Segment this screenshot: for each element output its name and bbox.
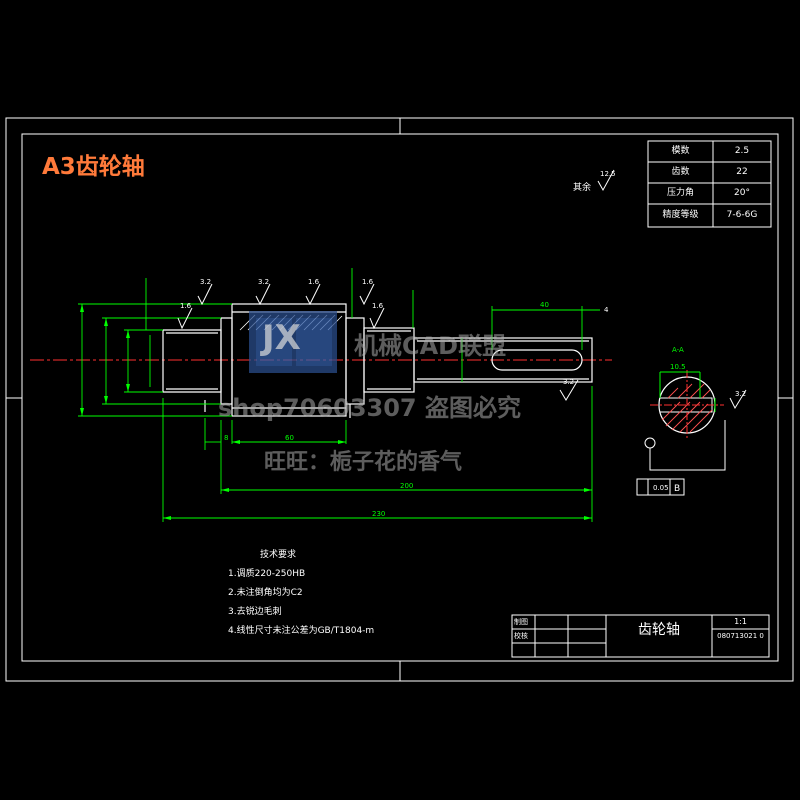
tech-requirements: 技术要求 1.调质220-250HB 2.未注倒角均为C2 3.去锐边毛刺 4.…	[228, 546, 374, 641]
dim-230: 230	[372, 510, 385, 518]
tech-requirement-item: 3.去锐边毛刺	[228, 607, 282, 617]
param-value: 22	[736, 167, 748, 177]
roughness-value: 12.5	[600, 170, 616, 178]
title-block: 制图 校核 齿轮轴 1:1 080713021 0	[512, 615, 769, 657]
param-label: 压力角	[666, 188, 694, 198]
brand-watermark: 机械CAD联盟	[354, 332, 507, 360]
dim-section-label: A-A	[672, 346, 684, 354]
shaft-outline	[162, 303, 593, 418]
datum-letter: B	[674, 484, 680, 494]
dimension-lines	[78, 268, 600, 522]
drawing-number: 080713021 0	[717, 632, 764, 640]
tech-requirement-item: 2.未注倒角均为C2	[228, 588, 303, 598]
dim-chamfer-4: 4	[604, 306, 609, 314]
ra-16-d: 1.6	[372, 302, 384, 310]
ra-16-c: 1.6	[180, 302, 192, 310]
dim-60: 60	[285, 434, 294, 442]
ra-32-b: 3.2	[258, 278, 269, 286]
scale: 1:1	[734, 617, 747, 626]
gear-param-table	[647, 140, 772, 228]
dim-section-width: 10.5	[670, 363, 686, 371]
dim-40: 40	[540, 301, 549, 309]
dim-8: 8	[224, 434, 228, 442]
dimension-arrows	[80, 304, 592, 520]
title-block-row-label: 制图	[514, 618, 528, 626]
logo-watermark: JX	[262, 318, 301, 358]
section-view	[644, 370, 726, 471]
dim-200: 200	[400, 482, 413, 490]
ra-32-c: 3.2	[563, 378, 574, 386]
gear-param-cells: 模数 2.5 齿数 22 压力角 20° 精度等级 7-6-6G	[648, 141, 771, 227]
shop-watermark: shop70603307 盗图必究	[218, 394, 521, 422]
param-label: 齿数	[671, 167, 690, 177]
param-value: 2.5	[734, 146, 750, 156]
param-label: 精度等级	[662, 210, 699, 220]
param-label: 模数	[671, 146, 690, 156]
param-value: 20°	[734, 188, 750, 198]
runout-frame	[636, 478, 685, 496]
roughness-symbols	[177, 169, 747, 410]
title-block-lines	[511, 614, 770, 658]
tech-requirements-heading: 技术要求	[260, 550, 297, 560]
ra-32-a: 3.2	[200, 278, 211, 286]
tech-requirement-item: 1.调质220-250HB	[228, 569, 306, 579]
ra-16-a: 1.6	[308, 278, 320, 286]
tech-requirement-item: 4.线性尺寸未注公差为GB/T1804-m	[228, 626, 375, 636]
wangwang-watermark: 旺旺：栀子花的香气	[264, 450, 463, 475]
roughness-other-label: 其余	[573, 183, 592, 193]
param-value: 7-6-6G	[726, 210, 758, 220]
ra-16-b: 1.6	[362, 278, 374, 286]
jx-logo	[249, 311, 337, 373]
drawing-title: A3齿轮轴	[42, 154, 145, 180]
ra-32-d: 3.2	[735, 390, 746, 398]
runout-value: 0.05	[653, 484, 669, 492]
title-block-row-label: 校核	[514, 632, 528, 640]
part-name: 齿轮轴	[638, 622, 680, 638]
